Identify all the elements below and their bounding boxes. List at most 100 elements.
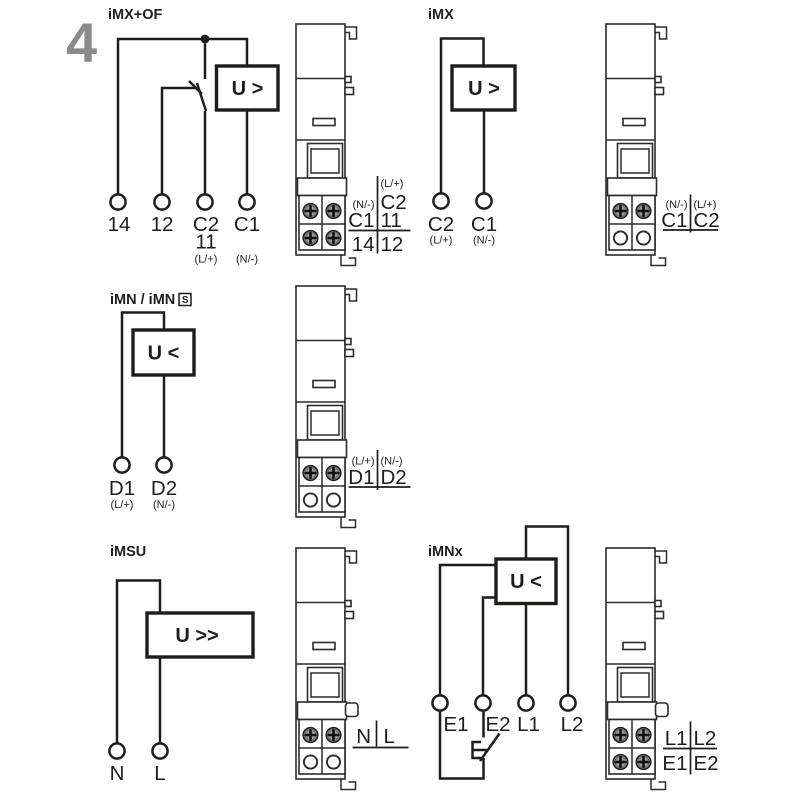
table-cell: C1: [661, 209, 687, 232]
wire-12: [160, 86, 198, 195]
imn-title: iMN / iMN: [110, 292, 175, 308]
wire-n: [115, 579, 162, 744]
screw-terminal: [301, 726, 320, 744]
terminal-label-l2: L2: [561, 713, 584, 736]
terminal-label-e2: E2: [485, 713, 510, 736]
table-cell: E2: [694, 752, 719, 775]
table-cell: 14: [352, 233, 375, 256]
screw-terminal: [611, 726, 630, 744]
polarity-label-d1: (L/+): [111, 499, 134, 511]
din-side-tab: [654, 702, 669, 718]
wire-c2: [439, 37, 485, 194]
table-cell: D1: [348, 466, 374, 489]
imx-of-relay-box: [214, 64, 280, 112]
terminal-label-n: N: [110, 762, 125, 785]
imsu-relay-box: [145, 611, 255, 659]
wire-e2: [481, 596, 496, 696]
terminal-table-imx-of: (L/+) (N/-) C2 C1 11 14 12: [348, 176, 411, 256]
module-body: [295, 547, 358, 791]
terminal-label-d2: D2: [151, 477, 177, 500]
terminal-circle-c2: [196, 193, 214, 211]
polarity-label-c2: (L/+): [430, 235, 453, 247]
module-drawing-imn: [295, 285, 358, 529]
terminal-circle-12: [153, 193, 171, 211]
terminal-label-e1: E1: [443, 713, 468, 736]
table-cell: (L/+): [381, 178, 404, 190]
terminal-label-d1: D1: [109, 477, 135, 500]
empty-terminal: [635, 230, 652, 246]
terminal-circle-14: [109, 193, 127, 211]
polarity-label-c1: (N/-): [473, 235, 495, 247]
section-imx-of: iMX+OF U > 14 12 C2 C1 11 (L/+) (N/-): [108, 7, 280, 266]
imsu-title: iMSU: [110, 544, 146, 560]
imx-relay-box: [450, 64, 517, 112]
imnx-title: iMNx: [428, 544, 463, 560]
screw-terminal: [301, 202, 320, 220]
screw-terminal: [324, 202, 343, 220]
terminal-circle-l: [151, 742, 169, 760]
polarity-label-c1: (N/-): [236, 254, 258, 266]
terminal-circle-d1: [113, 456, 131, 474]
screw-terminal: [301, 464, 320, 482]
terminal-circle-l2: [559, 694, 577, 712]
table-cell: (N/-): [381, 456, 403, 468]
section-imsu: iMSU U >> N L: [108, 544, 255, 785]
terminal-circle-e2: [474, 694, 492, 712]
imn-s-label: S: [182, 295, 189, 306]
table-cell: N: [356, 725, 371, 748]
nc-contact-blade: [478, 732, 501, 762]
module-body: [295, 285, 358, 529]
imnx-relay-box: [494, 557, 558, 606]
polarity-label-d2: (N/-): [153, 499, 175, 511]
terminal-label-11: 11: [195, 231, 216, 254]
terminal-label-c1: C1: [471, 213, 497, 236]
terminal-circle-c1: [475, 192, 493, 210]
imn-s-box: [178, 292, 192, 307]
imnx-relay-label: U <: [510, 571, 542, 593]
empty-terminal: [302, 754, 319, 770]
terminal-table-imsu: N L: [352, 720, 409, 749]
module-drawing-imx: [605, 23, 668, 267]
imx-title: iMX: [428, 7, 454, 23]
wire-e1: [438, 563, 496, 696]
imsu-relay-label: U >>: [175, 625, 218, 647]
terminal-label-14: 14: [108, 213, 131, 236]
table-cell: L1: [665, 727, 688, 750]
terminal-circle-l1: [517, 694, 535, 712]
step-number: 4: [66, 11, 97, 74]
table-cell: (N/-): [353, 199, 375, 211]
pushbutton-actuator: [471, 740, 488, 760]
table-cell: (L/+): [694, 199, 717, 211]
table-cell: D2: [381, 466, 407, 489]
table-cell: 12: [381, 233, 404, 256]
terminal-circle-c2: [432, 192, 450, 210]
table-cell: E1: [662, 752, 687, 775]
module-body: [605, 547, 668, 791]
empty-terminal: [302, 492, 319, 508]
terminal-label-12: 12: [151, 213, 174, 236]
terminal-circle-c1: [238, 193, 256, 211]
imx-of-title: iMX+OF: [108, 7, 163, 23]
terminal-circle-e1: [431, 694, 449, 712]
terminal-label-c2: C2: [193, 213, 219, 236]
screw-terminal: [634, 753, 653, 771]
din-side-tab: [344, 702, 359, 718]
empty-terminal: [325, 492, 342, 508]
of-contact-tick: [188, 80, 203, 95]
terminal-circle-d2: [155, 456, 173, 474]
table-cell: (N/-): [666, 199, 688, 211]
wire-d1: [120, 311, 166, 458]
empty-terminal: [612, 230, 629, 246]
screw-terminal: [611, 753, 630, 771]
table-cell: (L/+): [352, 456, 375, 468]
terminal-circle-n: [108, 742, 126, 760]
wire-l2-loop: [524, 525, 570, 696]
wire-14-rail: [116, 37, 249, 195]
screw-terminal: [324, 726, 343, 744]
screw-terminal: [634, 726, 653, 744]
imn-relay-box: [131, 328, 196, 377]
polarity-label-c2: (L/+): [195, 254, 218, 266]
screw-terminal: [634, 202, 653, 220]
table-cell: C2: [694, 209, 720, 232]
